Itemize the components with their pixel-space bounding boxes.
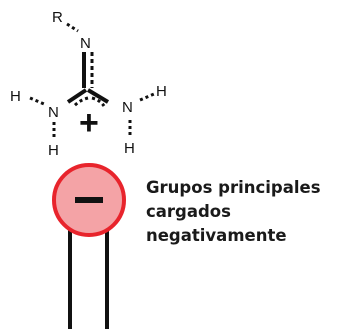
atom-r: R: [52, 9, 63, 26]
positive-charge: +: [79, 104, 99, 142]
bond-r-n: [66, 22, 79, 33]
caption-line-3: negativamente: [146, 226, 287, 245]
bond-c-nleft-solid: [66, 88, 88, 104]
atom-n-left: N: [48, 104, 59, 121]
guanidinium-bonds: [29, 22, 155, 138]
atom-n-right: N: [122, 99, 133, 116]
bond-nright-hright: [139, 92, 155, 102]
atom-h-right-top: H: [156, 83, 167, 100]
bond-c-nright-dashed: [91, 96, 106, 107]
bond-c-nright-solid: [86, 88, 110, 104]
guanidinium-atoms: R N H N H N H H +: [10, 9, 167, 159]
caption: Grupos principales cargados negativament…: [146, 176, 351, 248]
caption-line-2: cargados: [146, 202, 231, 221]
negative-headgroup: [52, 163, 126, 237]
bond-hleft-nleft: [29, 96, 45, 106]
atom-h-right-bottom: H: [124, 140, 135, 157]
caption-line-1: Grupos principales: [146, 178, 321, 197]
atom-h-left-bottom: H: [48, 142, 59, 159]
bond-c-nleft-dashed: [72, 96, 89, 108]
lipid-tails: [68, 230, 109, 329]
atom-h-left: H: [10, 88, 21, 105]
minus-sign: [75, 197, 103, 203]
atom-n-top: N: [80, 35, 91, 52]
